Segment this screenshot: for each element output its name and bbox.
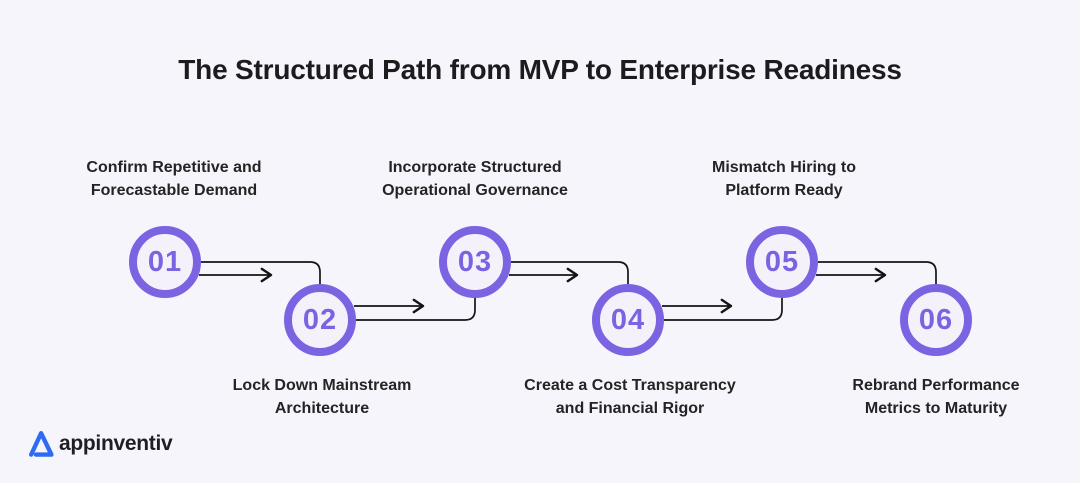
elbow-line-2-3 xyxy=(356,297,476,321)
step-number-01: 01 xyxy=(147,245,183,278)
step-label-01: Confirm Repetitive and Forecastable Dema… xyxy=(86,159,262,199)
step-circle-03: 03 xyxy=(439,226,511,298)
appinventiv-logo: appinventiv xyxy=(28,428,173,459)
page-title: The Structured Path from MVP to Enterpri… xyxy=(178,54,902,85)
step-number-03: 03 xyxy=(457,245,493,278)
step-label-06: Rebrand Performance Metrics to Maturity xyxy=(852,377,1020,417)
step-circle-06: 06 xyxy=(900,284,972,356)
step-number-02: 02 xyxy=(302,303,338,336)
step-number-06: 06 xyxy=(918,303,954,336)
step-label-05: Mismatch Hiring to Platform Ready xyxy=(711,159,856,199)
step-circle-02: 02 xyxy=(284,284,356,356)
step-number-04: 04 xyxy=(610,303,646,336)
step-circle-04: 04 xyxy=(592,284,664,356)
elbow-line-5-6 xyxy=(818,261,937,285)
step-circle-01: 01 xyxy=(129,226,201,298)
elbow-line-4-5 xyxy=(664,297,783,321)
elbow-line-1-2 xyxy=(201,261,321,285)
step-number-05: 05 xyxy=(764,245,800,278)
step-label-02: Lock Down Mainstream Architecture xyxy=(232,377,412,417)
step-label-03: Incorporate Structured Operational Gover… xyxy=(382,159,568,199)
step-label-04: Create a Cost Transparency and Financial… xyxy=(524,377,736,417)
elbow-line-3-4 xyxy=(511,261,629,285)
appinventiv-logo-text: appinventiv xyxy=(59,431,173,455)
appinventiv-triangle-logo-icon xyxy=(28,430,54,457)
step-circle-05: 05 xyxy=(746,226,818,298)
